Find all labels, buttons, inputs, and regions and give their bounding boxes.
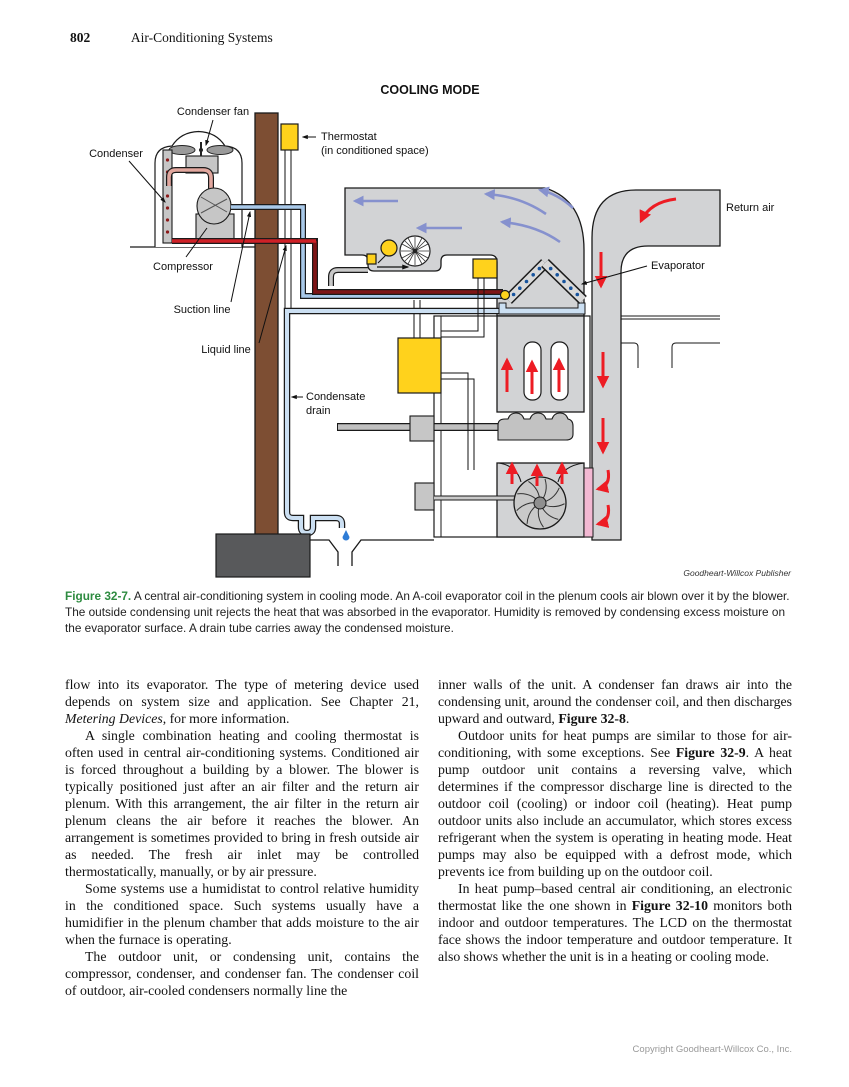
floor-framing-lines: [621, 315, 720, 368]
label-condenser-fan: Condenser fan: [177, 106, 249, 118]
label-condensate-drain-2: drain: [306, 405, 330, 417]
figure-caption: Figure 32-7. A central air-conditioning …: [65, 588, 792, 636]
running-head: Air-Conditioning Systems: [130, 30, 273, 45]
fan-blade-left: [168, 145, 196, 155]
figure-caption-text: A central air-conditioning system in coo…: [65, 589, 790, 635]
thermostat-box: [280, 123, 299, 151]
condensate-drain: [283, 302, 586, 541]
gas-valve: [409, 415, 435, 442]
paragraph: A single combination heating and cooling…: [65, 728, 419, 879]
floor-drain: [310, 539, 434, 566]
paragraph: Outdoor units for heat pumps are similar…: [438, 728, 792, 879]
fan-blade-right: [206, 145, 234, 155]
blower: [414, 462, 585, 530]
label-condenser: Condenser: [89, 148, 143, 160]
page-number: 802: [70, 30, 91, 45]
label-evaporator: Evaporator: [651, 260, 705, 272]
figure-number: Figure 32-7.: [65, 589, 132, 603]
label-thermostat-2: (in conditioned space): [321, 145, 429, 157]
leader-lines: [128, 119, 648, 400]
figure-credit: Goodheart-Willcox Publisher: [683, 568, 792, 578]
foundation-block: [215, 533, 311, 578]
return-air-arrows: [500, 197, 677, 528]
blower-motor: [414, 482, 435, 511]
label-compressor: Compressor: [153, 261, 213, 273]
coil-fitting: [499, 289, 511, 301]
humidifier-float: [380, 239, 398, 257]
label-suction-line: Suction line: [174, 304, 231, 316]
house-wall: [254, 112, 279, 538]
evaporator-a-coil: [499, 259, 587, 304]
furnace-control-wiring: [397, 300, 475, 470]
paragraph: In heat pump–based central air condition…: [438, 881, 792, 964]
water-drop: [342, 530, 350, 541]
label-condensate-drain: Condensate: [306, 391, 365, 403]
right-column: inner walls of the unit. A condenser fan…: [438, 676, 792, 999]
return-air-duct: [591, 189, 721, 541]
left-column: flow into its evaporator. The type of me…: [65, 676, 419, 999]
page-footer: Copyright Goodheart-Willcox Co., Inc.: [632, 1044, 792, 1055]
humidifier: [328, 235, 498, 338]
page-header: 802 Air-Conditioning Systems: [70, 30, 770, 46]
label-return-air: Return air: [726, 202, 775, 214]
air-filter: [583, 467, 594, 538]
diagram-title: COOLING MODE: [380, 83, 479, 97]
plenum-junction-box: [472, 258, 498, 279]
control-box: [397, 337, 442, 394]
burner: [497, 412, 574, 441]
humidifier-water-line: [328, 267, 368, 286]
thermostat: [280, 123, 299, 308]
paragraph: Some systems use a humidistat to control…: [65, 881, 419, 947]
label-liquid-line: Liquid line: [201, 344, 251, 356]
cooling-mode-diagram: COOLING MODE: [89, 83, 792, 578]
outdoor-condensing-unit: [154, 130, 243, 247]
paragraph: inner walls of the unit. A condenser fan…: [438, 677, 792, 726]
paragraph: flow into its evaporator. The type of me…: [65, 677, 419, 726]
paragraph: The outdoor unit, or condensing unit, co…: [65, 949, 419, 998]
supply-air-arrows: [352, 186, 574, 244]
label-thermostat: Thermostat: [321, 131, 377, 143]
humidifier-valve: [366, 253, 377, 265]
gas-burner-assembly: [337, 412, 574, 442]
article-body: flow into its evaporator. The type of me…: [65, 676, 792, 999]
drain-pan: [498, 302, 586, 315]
